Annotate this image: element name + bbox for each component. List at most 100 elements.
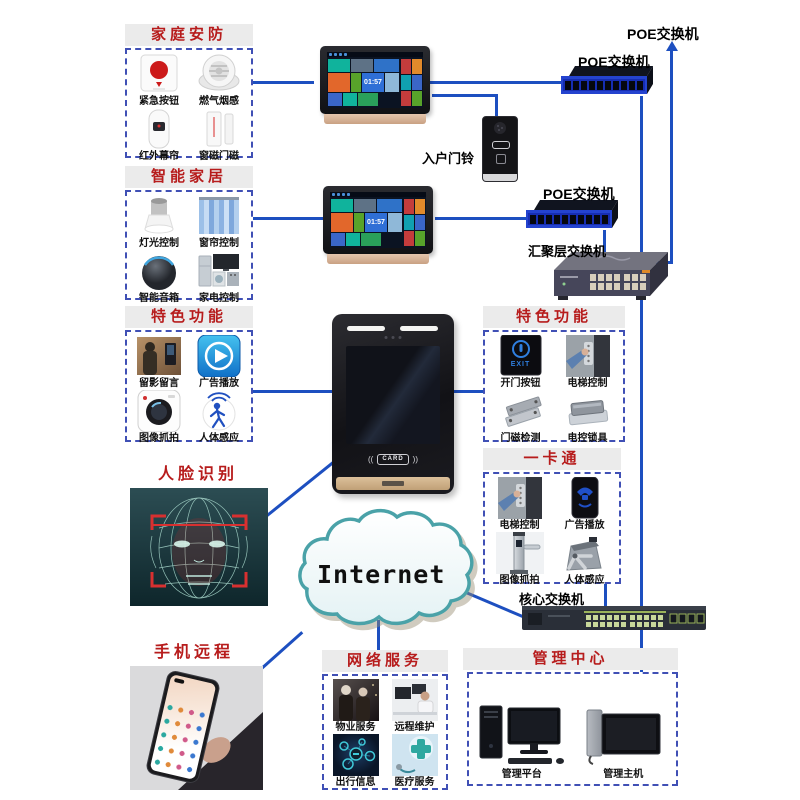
emergency-button-icon — [135, 53, 183, 95]
pir-curtain-icon — [135, 108, 183, 150]
appliances-icon — [195, 250, 243, 292]
uplink-arrowhead — [666, 41, 678, 51]
internet-cloud — [295, 508, 480, 636]
tablet-clock-tile: 01:57 — [362, 73, 384, 92]
card-reader-icon — [561, 477, 609, 519]
door-station-screen — [346, 346, 440, 444]
list-item: 红外幕帘 — [129, 108, 189, 163]
entrance-doorbell-device — [482, 116, 518, 182]
list-item: 家电控制 — [189, 250, 249, 305]
core-switch — [522, 606, 706, 630]
doorbell-camera — [494, 122, 506, 134]
phone-remote-image — [130, 666, 263, 790]
management-platform-pc — [476, 702, 568, 768]
card-label: CARD — [377, 454, 409, 465]
line-tablet2-poe2 — [435, 217, 528, 220]
list-item: 管理主机 — [573, 677, 675, 781]
doorbell-base — [483, 174, 517, 181]
box-management-center-title: 管理中心 — [463, 648, 678, 670]
line-tablet1-poe1 — [430, 81, 563, 84]
door-sensor-icon — [497, 390, 545, 432]
list-item: 管理平台 — [471, 677, 573, 781]
poe-switch-2 — [526, 200, 618, 230]
list-item: 图像抓拍 — [487, 532, 552, 587]
line-box1-tablet1 — [252, 81, 314, 84]
list-item: 广告播放 — [189, 335, 249, 390]
elevator-icon — [496, 477, 544, 519]
list-item: 远程维护 — [385, 679, 444, 734]
line-onecard-core — [604, 584, 607, 608]
poe-switch-2-label: POE交换机 — [543, 186, 615, 202]
indoor-monitor-2-base — [327, 254, 429, 264]
tablet-screen: 01:57 — [327, 52, 423, 108]
list-item: 燃气烟感 — [189, 53, 249, 108]
line-tablet1-doorbell-v — [495, 94, 498, 118]
box-features-left: 留影留言 广告播放 图像抓拍 人体感应 — [125, 330, 253, 445]
core-switch-label: 核心交换机 — [519, 592, 585, 607]
box-one-card-title: 一卡通 — [483, 448, 621, 470]
phone-remote-title: 手机远程 — [154, 644, 235, 661]
exit-button-text: EXIT — [510, 361, 531, 368]
property-service-photo — [332, 679, 380, 721]
line-aggregation-poetop — [670, 50, 673, 264]
list-item: 人体感应 — [189, 390, 249, 445]
travel-info-photo — [332, 734, 380, 776]
indoor-monitor-1-base — [324, 114, 426, 124]
aggregation-switch-label: 汇聚层交换机 — [528, 244, 607, 259]
poe-switch-top-label: POE交换机 — [627, 26, 699, 42]
line-aggregation-core — [640, 300, 643, 608]
list-item: 广告播放 — [552, 477, 617, 532]
box-smart-home-title: 智能家居 — [125, 166, 253, 188]
smoke-detector-icon — [195, 53, 243, 95]
indoor-monitor-1: 01:57 — [320, 46, 430, 114]
line-tablet1-doorbell-h — [432, 94, 498, 97]
box-network-services: 物业服务 远程维护 出行信息 医疗服务 — [322, 674, 448, 790]
box-network-services-title: 网络服务 — [322, 650, 448, 672]
line-box2-tablet2 — [253, 217, 325, 220]
camera-icon — [135, 390, 183, 432]
box-features-right-title: 特色功能 — [483, 306, 625, 328]
card-reader-zone: ((CARD)) — [368, 454, 418, 465]
curtain-icon — [195, 195, 243, 237]
tablet-clock-tile: 01:57 — [365, 213, 387, 232]
door-station-base — [336, 477, 450, 490]
aggregation-switch — [546, 246, 672, 304]
door-station-camera — [384, 336, 402, 339]
box-home-security-title: 家庭安防 — [125, 24, 253, 46]
list-item: 窗磁门磁 — [189, 108, 249, 163]
exit-button-icon: EXIT — [497, 335, 545, 377]
line-cloud-network-services — [377, 620, 380, 654]
motion-icon — [195, 390, 243, 432]
downlight-icon — [135, 195, 183, 237]
box-features-right: EXIT 开门按钮 电梯控制 门磁检测 电控锁具 — [483, 330, 625, 445]
box-smart-home: 灯光控制 窗帘控制 智能音箱 家电控制 — [125, 190, 253, 304]
doorbell-button — [496, 154, 506, 164]
list-item: 智能音箱 — [129, 250, 189, 305]
face-recognition-title: 人脸识别 — [158, 466, 239, 483]
list-item: 人体感应 — [552, 532, 617, 587]
door-station-device: ((CARD)) — [332, 314, 454, 494]
box-one-card: 电梯控制 广告播放 图像抓拍 人体感应 — [483, 472, 621, 587]
door-contact-icon — [195, 108, 243, 150]
turnstile-pole-icon — [495, 532, 544, 574]
doorbell-label: 入户门铃 — [422, 151, 475, 166]
list-item: 电梯控制 — [487, 477, 552, 532]
list-item: 留影留言 — [129, 335, 189, 390]
indoor-monitor-2: 01:57 — [323, 186, 433, 254]
box-management-center: 管理平台 管理主机 — [467, 672, 678, 786]
elevator-icon — [564, 335, 612, 377]
list-item: 电控锁具 — [554, 390, 621, 445]
face-recognition-image — [130, 488, 268, 606]
maglock-icon — [564, 390, 612, 432]
line-poe2-aggregation — [603, 230, 606, 252]
list-item: 图像抓拍 — [129, 390, 189, 445]
tripod-turnstile-icon — [561, 532, 609, 574]
line-box3-doorstation — [253, 390, 333, 393]
list-item: 出行信息 — [326, 734, 385, 789]
play-icon — [195, 335, 243, 377]
list-item: EXIT 开门按钮 — [487, 335, 554, 390]
internet-label: Internet — [317, 560, 446, 589]
list-item: 紧急按钮 — [129, 53, 189, 108]
box-home-security: 紧急按钮 燃气烟感 红外幕帘 窗磁门磁 — [125, 48, 253, 162]
